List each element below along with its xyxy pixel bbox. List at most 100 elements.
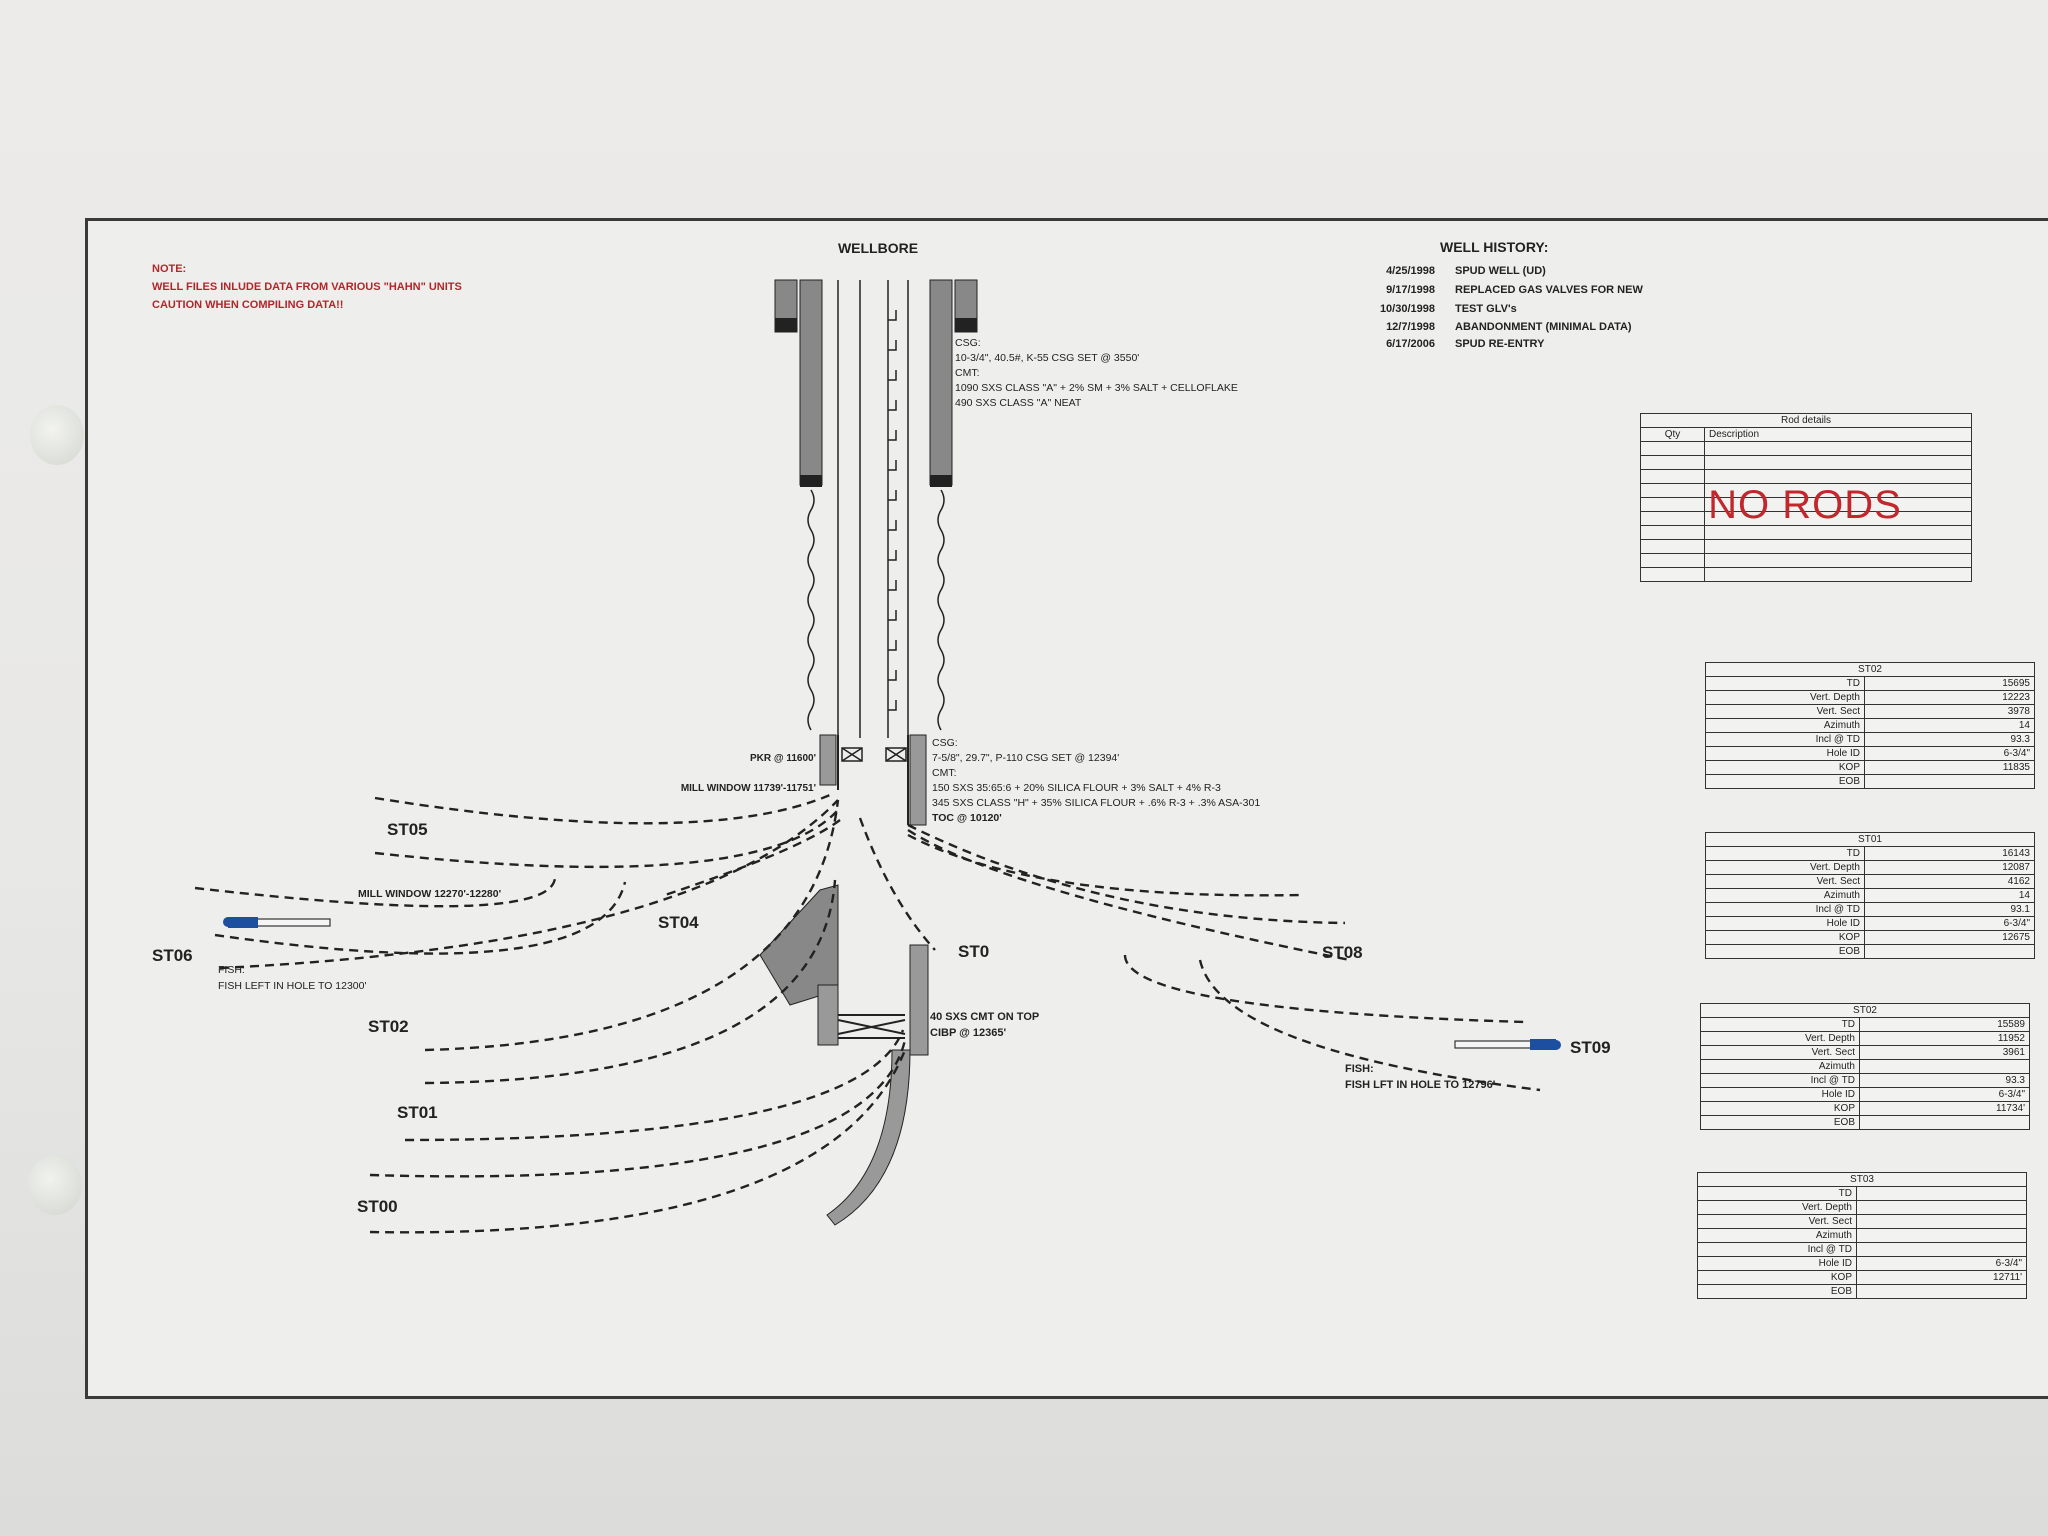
sidetrack-label: ST08 bbox=[1322, 943, 1363, 962]
summary-row-value: 6-3/4" bbox=[1859, 1087, 2030, 1102]
summary-row-value: 16143 bbox=[1864, 846, 2035, 861]
summary-row-value: 12087 bbox=[1864, 860, 2035, 875]
fish-left bbox=[223, 917, 331, 928]
summary-row-value: 93.3 bbox=[1859, 1073, 2030, 1088]
binder-hole bbox=[30, 405, 84, 465]
summary-row-label: Incl @ TD bbox=[1705, 732, 1865, 747]
summary-row-value bbox=[1856, 1242, 2027, 1257]
intermediate-casing bbox=[819, 734, 927, 826]
note-line-2: CAUTION WHEN COMPILING DATA!! bbox=[152, 299, 343, 311]
summary-row-value bbox=[1864, 774, 2035, 789]
inter-cmt-2: 345 SXS CLASS "H" + 35% SILICA FLOUR + .… bbox=[932, 797, 1260, 809]
history-date: 10/30/1998 bbox=[1380, 303, 1435, 315]
summary-row-label: TD bbox=[1705, 676, 1865, 691]
summary-row-label: KOP bbox=[1697, 1270, 1857, 1285]
history-date: 9/17/1998 bbox=[1386, 284, 1435, 296]
summary-row-value: 11734' bbox=[1859, 1101, 2030, 1116]
surface-cmt-label: CMT: bbox=[955, 367, 980, 379]
summary-row-value bbox=[1864, 944, 2035, 959]
inter-cmt-label: CMT: bbox=[932, 767, 957, 779]
plug-line-2: CIBP @ 12365' bbox=[930, 1027, 1007, 1039]
summary-row-label: Incl @ TD bbox=[1705, 902, 1865, 917]
summary-row-value bbox=[1856, 1228, 2027, 1243]
summary-row-label: Incl @ TD bbox=[1700, 1073, 1860, 1088]
history-date: 4/25/1998 bbox=[1386, 265, 1435, 277]
summary-row-value: 6-3/4" bbox=[1856, 1256, 2027, 1271]
summary-row-value bbox=[1856, 1186, 2027, 1201]
summary-row-label: EOB bbox=[1705, 944, 1865, 959]
cibp-plug bbox=[837, 1014, 906, 1039]
summary-row-label: Incl @ TD bbox=[1697, 1242, 1857, 1257]
sidetrack-label: ST01 bbox=[397, 1103, 438, 1122]
summary-table-title: ST02 bbox=[1705, 662, 2035, 677]
mill-window-upper: MILL WINDOW 11739'-11751' bbox=[681, 783, 816, 794]
summary-row-value: 12223 bbox=[1864, 690, 2035, 705]
tubing bbox=[837, 280, 909, 738]
lower-hole bbox=[759, 884, 929, 1226]
mill-window-lower: MILL WINDOW 12270'-12280' bbox=[358, 888, 501, 900]
summary-row-value bbox=[1856, 1284, 2027, 1299]
summary-row-label: Vert. Sect bbox=[1705, 874, 1865, 889]
summary-row-label: Vert. Depth bbox=[1705, 690, 1865, 705]
summary-row-label: Azimuth bbox=[1705, 888, 1865, 903]
summary-row-label: KOP bbox=[1700, 1101, 1860, 1116]
summary-row-label: Vert. Sect bbox=[1697, 1214, 1857, 1229]
summary-row-label: Vert. Sect bbox=[1705, 704, 1865, 719]
summary-row-value: 6-3/4" bbox=[1864, 916, 2035, 931]
summary-row-value bbox=[1859, 1059, 2030, 1074]
summary-row-label: Hole ID bbox=[1697, 1256, 1857, 1271]
packer-depth: PKR @ 11600' bbox=[750, 753, 816, 764]
sidetrack-label: ST02 bbox=[368, 1017, 409, 1036]
summary-row-label: Azimuth bbox=[1700, 1059, 1860, 1074]
inter-cmt-1: 150 SXS 35:65:6 + 20% SILICA FLOUR + 3% … bbox=[932, 782, 1221, 794]
binder-hole bbox=[28, 1155, 82, 1215]
summary-row-value: 93.1 bbox=[1864, 902, 2035, 917]
summary-row-value: 15695 bbox=[1864, 676, 2035, 691]
summary-row-value bbox=[1856, 1214, 2027, 1229]
summary-row-label: Vert. Depth bbox=[1705, 860, 1865, 875]
summary-row-label: Azimuth bbox=[1697, 1228, 1857, 1243]
summary-row-label: TD bbox=[1697, 1186, 1857, 1201]
packer bbox=[841, 747, 907, 762]
wellbore-title: WELLBORE bbox=[838, 240, 918, 256]
summary-row-label: KOP bbox=[1705, 930, 1865, 945]
surface-cmt-2: 490 SXS CLASS "A" NEAT bbox=[955, 397, 1082, 409]
inter-csg-label: CSG: bbox=[932, 737, 958, 749]
cement-wavy-lines bbox=[807, 489, 945, 731]
summary-row-label: Azimuth bbox=[1705, 718, 1865, 733]
summary-row-label: KOP bbox=[1705, 760, 1865, 775]
summary-row-value: 3978 bbox=[1864, 704, 2035, 719]
top-of-cement: TOC @ 10120' bbox=[932, 812, 1002, 824]
sidetrack-label: ST05 bbox=[387, 820, 428, 839]
inter-csg-spec: 7-5/8", 29.7", P-110 CSG SET @ 12394' bbox=[932, 752, 1119, 764]
sidetrack-label: ST0 bbox=[958, 942, 989, 961]
rod-details-title: Rod details bbox=[1640, 413, 1972, 428]
summary-row-label: Hole ID bbox=[1705, 916, 1865, 931]
rod-details-table: Rod details Qty Description bbox=[1640, 413, 1972, 582]
history-date: 12/7/1998 bbox=[1386, 321, 1435, 333]
summary-table-title: ST03 bbox=[1697, 1172, 2027, 1187]
surface-csg-spec: 10-3/4", 40.5#, K-55 CSG SET @ 3550' bbox=[955, 352, 1139, 364]
sidetrack-label: ST04 bbox=[658, 913, 699, 932]
no-rods-stamp: NO RODS bbox=[1708, 483, 1902, 527]
summary-row-label: TD bbox=[1700, 1017, 1860, 1032]
fish-left-label: FISH: bbox=[218, 964, 245, 976]
history-event: REPLACED GAS VALVES FOR NEW bbox=[1455, 284, 1643, 296]
summary-row-value: 3961 bbox=[1859, 1045, 2030, 1060]
summary-row-value: 6-3/4" bbox=[1864, 746, 2035, 761]
surface-csg-label: CSG: bbox=[955, 337, 981, 349]
summary-row-label: EOB bbox=[1697, 1284, 1857, 1299]
sidetrack-label: ST06 bbox=[152, 946, 193, 965]
fish-right-label: FISH: bbox=[1345, 1063, 1374, 1075]
surface-casing bbox=[774, 279, 978, 487]
summary-row-label: Vert. Sect bbox=[1700, 1045, 1860, 1060]
summary-row-label: EOB bbox=[1705, 774, 1865, 789]
summary-row-value: 4162 bbox=[1864, 874, 2035, 889]
summary-table-title: ST01 bbox=[1705, 832, 2035, 847]
history-event: ABANDONMENT (MINIMAL DATA) bbox=[1455, 321, 1632, 333]
